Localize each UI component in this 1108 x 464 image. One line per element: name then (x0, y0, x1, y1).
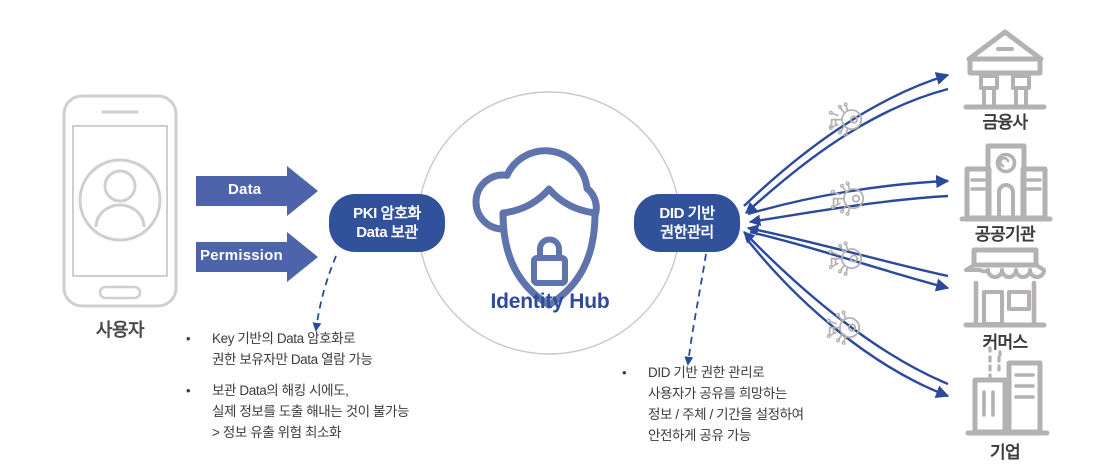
institution-public: 공공기관 (940, 134, 1070, 245)
institution-finance: 금융사 (940, 24, 1070, 133)
institution-enterprise: 기업 (940, 356, 1070, 463)
bullet-line: 권한 보유자만 Data 열람 가능 (212, 352, 373, 367)
government-building-icon (959, 143, 1053, 222)
bullet-marker: • (186, 383, 191, 398)
pill-did-line2: 권한관리 (660, 224, 714, 241)
bullet-line: 안전하게 공유 가능 (648, 428, 751, 443)
bullet-line: 사용자가 공유를 희망하는 (648, 386, 787, 401)
bullet-marker: • (622, 365, 627, 380)
office-buildings-icon (965, 346, 1050, 436)
bullet-item: • DID 기반 권한 관리로 사용자가 공유를 희망하는 정보 / 주체 / … (622, 362, 922, 446)
institution-commerce: 커머스 (940, 246, 1070, 353)
institution-label: 커머스 (982, 333, 1028, 352)
pill-did-line1: DID 기반 (659, 205, 715, 222)
pill-pki-encryption[interactable]: PKI 암호화 Data 보관 (329, 194, 445, 252)
bullet-line: 보관 Data의 해킹 시에도, (212, 383, 349, 398)
pill-did-authority[interactable]: DID 기반 권한관리 (634, 194, 740, 252)
hub-title: Identity Hub (490, 290, 610, 313)
bullet-item: • Key 기반의 Data 암호화로 권한 보유자만 Data 열람 가능 (186, 328, 486, 370)
flow-arrow-permission (196, 232, 318, 282)
bullet-line: DID 기반 권한 관리로 (648, 365, 765, 380)
bullet-line: 정보 / 주체 / 기간을 설정하여 (648, 407, 804, 422)
institution-label: 기업 (989, 443, 1021, 462)
flow-arrow-label-data: Data (228, 181, 262, 198)
hub-to-institution-arrows (743, 72, 950, 398)
digital-key-icon-group (826, 102, 865, 345)
digital-key-icon (828, 241, 863, 276)
digital-key-icon (826, 310, 861, 345)
user-label: 사용자 (95, 320, 145, 340)
bullet-list-left: • Key 기반의 Data 암호화로 권한 보유자만 Data 열람 가능 •… (186, 328, 486, 453)
pill-pki-line2: Data 보관 (356, 224, 418, 241)
smartphone-user-icon (62, 94, 178, 308)
dashed-callout-left (312, 255, 337, 332)
cloud-shield-lock-icon (472, 147, 600, 309)
bullet-marker: • (186, 331, 191, 346)
flow-arrow-label-permission: Permission (200, 247, 283, 264)
bank-columns-icon (963, 29, 1047, 110)
bullet-line: > 정보 유출 위험 최소화 (212, 425, 342, 440)
pill-pki-line1: PKI 암호화 (353, 205, 421, 222)
bullet-line: Key 기반의 Data 암호화로 (212, 331, 356, 346)
flow-arrow-data (196, 166, 318, 216)
dashed-callout-right (684, 253, 707, 366)
digital-key-icon (828, 102, 863, 137)
institution-label: 금융사 (982, 113, 1028, 132)
institution-label: 공공기관 (974, 225, 1036, 244)
digital-key-icon (830, 181, 865, 216)
storefront-icon (963, 247, 1047, 328)
bullet-list-right: • DID 기반 권한 관리로 사용자가 공유를 희망하는 정보 / 주체 / … (622, 362, 922, 456)
bullet-line: 실제 정보를 도출 해내는 것이 불가능 (212, 404, 410, 419)
bullet-item: • 보관 Data의 해킹 시에도, 실제 정보를 도출 해내는 것이 불가능 … (186, 380, 486, 443)
